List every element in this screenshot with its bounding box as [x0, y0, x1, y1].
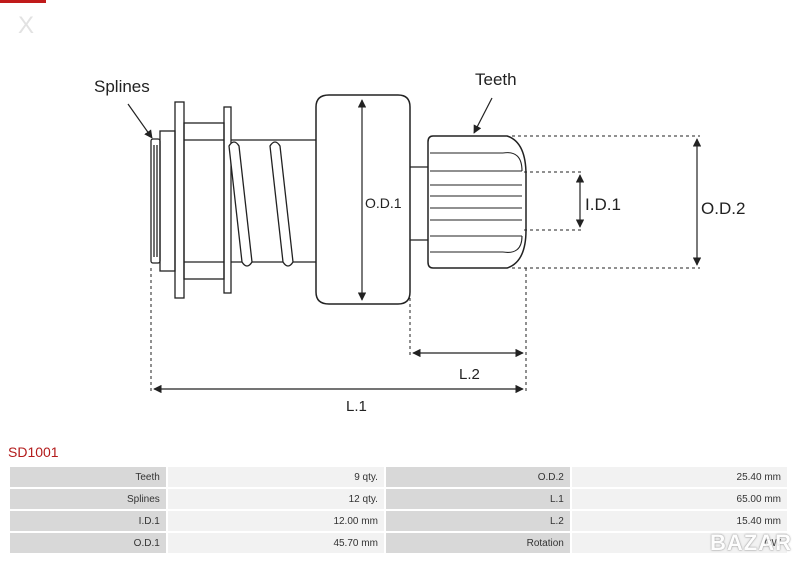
spec-row: Teeth 9 qty. O.D.2 25.40 mm — [10, 467, 787, 487]
dimension-arrows — [153, 99, 702, 394]
teeth-label: Teeth — [475, 70, 517, 89]
l2-label: L.2 — [459, 366, 480, 383]
part-code: SD1001 — [8, 444, 59, 460]
spec-label-splines: Splines — [10, 489, 166, 509]
spec-label-teeth: Teeth — [10, 467, 166, 487]
l1-label: L.1 — [346, 398, 367, 415]
starter-drive-diagram: Splines Teeth O.D.1 I.D.1 O.D.2 L.2 L.1 — [94, 70, 745, 415]
spline-end — [150, 130, 176, 272]
od2-label: O.D.2 — [701, 199, 745, 218]
spec-value-l1: 65.00 mm — [571, 489, 787, 509]
top-accent-bar — [0, 0, 46, 3]
leader-arrows — [127, 97, 493, 139]
spec-value-splines: 12 qty. — [167, 489, 384, 509]
spec-value-od2: 25.40 mm — [571, 467, 787, 487]
splines-label: Splines — [94, 77, 150, 96]
spec-label-id1: I.D.1 — [10, 511, 166, 531]
spec-value-teeth: 9 qty. — [167, 467, 384, 487]
neck — [410, 166, 428, 241]
spec-value-rotation: CW — [571, 533, 787, 553]
spec-row: Splines 12 qty. L.1 65.00 mm — [10, 489, 787, 509]
spec-value-id1: 12.00 mm — [167, 511, 384, 531]
spec-row: I.D.1 12.00 mm L.2 15.40 mm — [10, 511, 787, 531]
od1-label: O.D.1 — [365, 195, 402, 211]
splines-leader — [127, 103, 153, 139]
pinion-gear — [427, 135, 527, 269]
spec-label-rotation: Rotation — [385, 533, 570, 553]
spec-table: Teeth 9 qty. O.D.2 25.40 mm Splines 12 q… — [8, 465, 789, 555]
extension-lines — [150, 135, 700, 392]
close-icon[interactable]: X — [18, 12, 35, 39]
front-flange — [174, 101, 232, 299]
bazar-logo-icon: BAZAR — [710, 530, 792, 555]
spec-label-od2: O.D.2 — [385, 467, 570, 487]
spring-coils — [228, 141, 294, 267]
spec-row: O.D.1 45.70 mm Rotation CW — [10, 533, 787, 553]
teeth-leader — [473, 97, 493, 134]
spec-label-l1: L.1 — [385, 489, 570, 509]
spec-value-od1: 45.70 mm — [167, 533, 384, 553]
spec-label-l2: L.2 — [385, 511, 570, 531]
id1-label: I.D.1 — [585, 195, 621, 214]
spec-label-od1: O.D.1 — [10, 533, 166, 553]
spec-value-l2: 15.40 mm — [571, 511, 787, 531]
